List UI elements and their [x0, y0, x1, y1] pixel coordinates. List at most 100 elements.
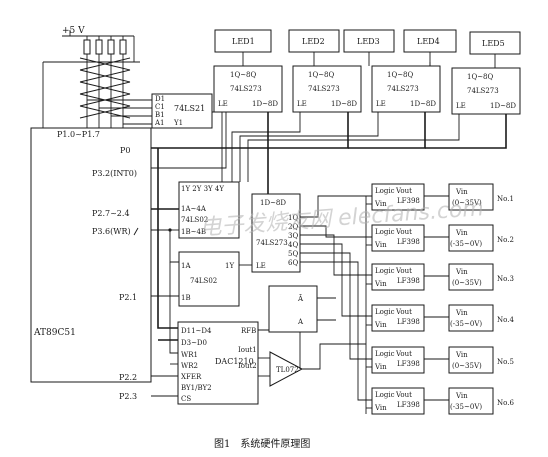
figure-caption: 图1 系统硬件原理图: [214, 437, 310, 450]
opamp-name: TL072: [276, 366, 299, 374]
latch-2-d: 1D~8D: [331, 100, 357, 108]
sh1-range-label: Vin: [455, 188, 468, 196]
sh6-range-label: Vin: [455, 392, 468, 400]
latch-2-q: 1Q~8Q: [308, 71, 335, 79]
sh3-name: LF398: [397, 277, 420, 285]
latch-1-d: 1D~8D: [252, 100, 278, 108]
q2-route: [300, 225, 372, 238]
latch6-chip: [251, 193, 301, 273]
dac-chip: [177, 321, 259, 405]
q4-route: [300, 243, 372, 317]
led-latch-group-2: LED2 1Q~8Q 74LS273 LE 1D~8D: [288, 29, 362, 113]
sh2-no: No.2: [497, 236, 514, 244]
q3-route: [300, 234, 372, 276]
p0-bus-latch3: [348, 112, 426, 149]
sh5-name: LF398: [397, 360, 420, 368]
sh1-logic: Logic: [375, 187, 395, 195]
sh3-range-label: Vin: [455, 268, 468, 276]
watermark: 电子发烧友网 elecfans.com: [199, 196, 485, 241]
opamp-symbol: [269, 351, 304, 387]
sh6-range: (-35~0V): [450, 403, 482, 411]
sh6-logic: Logic: [375, 391, 395, 399]
sh6-name: LF398: [397, 401, 420, 409]
sh5-logic: Logic: [375, 350, 395, 358]
nor1-chip: [178, 181, 240, 239]
encoder-out: Y1: [173, 119, 183, 127]
led-latch-group-4: LED4 1Q~8Q 74LS273 LE 1D~8D: [403, 29, 521, 115]
sh2-range-label: Vin: [455, 229, 468, 237]
sh6-vin: Vin: [374, 404, 387, 412]
sh5-no: No.5: [497, 358, 514, 366]
sh3-no: No.3: [497, 275, 514, 283]
sh6-no: No.6: [497, 399, 514, 407]
nor1-outputs: 1Y 2Y 3Y 4Y: [181, 185, 224, 193]
sample-hold-3: Logic Vout Vin LF398 Vin (0~35V) No.3: [366, 263, 514, 291]
nor1-name: 74LS02: [181, 216, 208, 224]
dac-pin-wr2: WR2: [181, 362, 198, 370]
dac-name: DAC1210: [215, 357, 254, 366]
sh1-vin: Vin: [374, 200, 387, 208]
dac-pin-xfer: XFER: [181, 373, 202, 381]
latch-1-chip: [213, 65, 283, 113]
led-latch-group-1: LED1 1Q~8Q 74LS273 LE 1D~8D: [213, 29, 283, 113]
latch-3-name: 74LS273: [387, 85, 419, 93]
encoder-chip: [151, 93, 213, 129]
sh4-no: No.4: [497, 316, 514, 324]
latch6-q1: 1Q: [288, 214, 298, 222]
dac-pin-cs: CS: [181, 395, 191, 403]
nor2-name: 74LS02: [190, 277, 217, 285]
mcu-port-p1: P1.0~P1.7: [57, 130, 100, 139]
encoder-in-b: B1: [155, 111, 165, 119]
switch-abar: Ā: [297, 294, 304, 303]
sample-hold-6: Logic Vout Vin LF398 Vin (-35~0V) No.6: [366, 387, 514, 415]
mcu-port-p23: P2.3: [119, 392, 137, 401]
dac-pin-d3: D3~D0: [181, 339, 207, 347]
nor2-chip: [178, 251, 240, 307]
latch-2-chip: [292, 65, 362, 113]
mcu-port-p27: P2.7~2.4: [92, 209, 130, 218]
led-latch-group-3: LED3 1Q~8Q 74LS273 LE 1D~8D: [343, 29, 441, 113]
latch-2-name: 74LS273: [308, 85, 340, 93]
opamp-out: [302, 343, 366, 370]
sh5-range-label: Vin: [455, 351, 468, 359]
sh2-logic: Logic: [375, 228, 395, 236]
q5-route: [300, 252, 372, 360]
sh4-vout: Vout: [395, 308, 412, 316]
p0-bus-latch4: [425, 114, 507, 149]
latch6-q5: 5Q: [288, 250, 298, 258]
mcu-port-p21: P2.1: [119, 293, 137, 302]
q6-route: [300, 261, 372, 401]
mcu-port-p0: P0: [120, 146, 130, 155]
pullup-resistor-network: [79, 36, 131, 128]
nor1-a: 1A~4A: [181, 205, 207, 213]
switch-chip: [268, 285, 318, 333]
sh4-vin: Vin: [374, 321, 387, 329]
latch6-d: 1D~8D: [260, 199, 286, 207]
mcu-port-p36: P3.6(WR): [92, 227, 131, 236]
sh1-range: (0~35V): [452, 199, 482, 207]
sh3-vin: Vin: [374, 280, 387, 288]
latch-4-le: LE: [456, 102, 466, 110]
encoder-in-a: A1: [154, 119, 165, 127]
sample-hold-5: Logic Vout Vin LF398 Vin (0~35V) No.5: [366, 346, 514, 374]
latch6-q3: 3Q: [288, 232, 298, 240]
led-3-label: LED3: [357, 37, 380, 46]
nor2-a: 1A: [181, 262, 191, 270]
sample-hold-1: Logic Vout Vin LF398 Vin (0~35V) No.1: [366, 183, 514, 211]
latch6-name: 74LS273: [256, 239, 288, 247]
latch-4-d: 1D~8D: [490, 102, 516, 110]
latch6-q4: 4Q: [288, 241, 298, 249]
led-5-label: LED5: [482, 39, 505, 48]
dac-iout2: Iout2: [238, 362, 257, 370]
sh2-vin: Vin: [374, 241, 387, 249]
sh2-vout: Vout: [395, 228, 412, 236]
led-4-label: LED4: [417, 37, 440, 46]
latch-1-q: 1Q~8Q: [230, 71, 257, 79]
p36-wire: [151, 229, 179, 263]
latch-1-name: 74LS273: [230, 85, 262, 93]
sh2-range: (-35~0V): [450, 240, 482, 248]
dac-iout1: Iout1: [238, 346, 257, 354]
sh4-name: LF398: [397, 318, 420, 326]
